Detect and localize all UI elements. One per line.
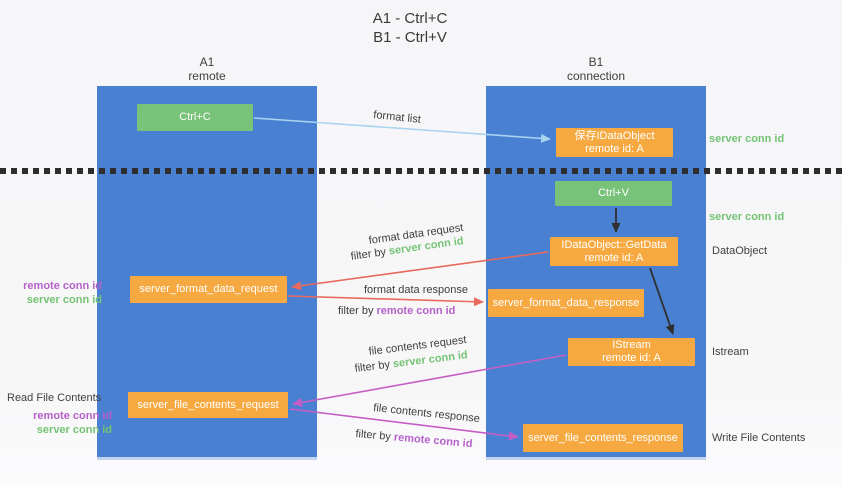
label-server-conn-id-top: server conn id: [709, 133, 785, 145]
lane-b1-name: B1: [588, 55, 604, 69]
node-sfdreq-label: server_format_data_request: [139, 283, 278, 295]
node-sfcreq-label: server_file_contents_request: [137, 398, 279, 411]
node-server-format-data-response: server_format_data_response: [488, 289, 644, 317]
filter-prefix: filter by: [354, 358, 391, 375]
label-remote-conn-id-2: remote conn id: [33, 410, 112, 422]
label-read-file-contents: Read File Contents: [7, 392, 102, 404]
label-conn-id-pair-2: remote conn id server conn id: [20, 409, 112, 437]
page-title: A1 - Ctrl+C B1 - Ctrl+V: [0, 9, 820, 47]
node-server-file-contents-response: server_file_contents_response: [523, 424, 683, 452]
node-save-idataobject: 保存IDataObject remote id: A: [556, 128, 673, 157]
label-write-file-contents: Write File Contents: [712, 432, 806, 444]
label-filter-file-response: filter by remote conn id: [355, 428, 473, 450]
label-conn-id-pair-1: remote conn id server conn id: [10, 279, 102, 307]
node-server-format-data-request: server_format_data_request: [130, 276, 287, 303]
lane-header-b1: B1 connection: [536, 55, 656, 83]
lane-a1-subtitle: remote: [188, 69, 226, 83]
label-server-conn-id-mid: server conn id: [709, 211, 785, 223]
node-idataobject-getdata: IDataObject::GetData remote id: A: [550, 237, 678, 266]
session-separator-line: [0, 168, 842, 174]
filter-prefix: filter by: [354, 428, 392, 444]
node-istream-line2: remote id: A: [602, 352, 661, 364]
arrow-format-data-response: [287, 295, 484, 307]
label-format-list: format list: [372, 109, 422, 126]
node-ctrl-c: Ctrl+C: [137, 104, 253, 131]
filter-value-remote-conn-id: remote conn id: [393, 431, 473, 451]
node-sfdresp-label: server_format_data_response: [492, 296, 640, 309]
node-istream-line1: IStream: [612, 339, 651, 351]
node-getdata-line1: IDataObject::GetData: [561, 238, 667, 251]
node-istream: IStream remote id: A: [568, 338, 695, 366]
node-server-file-contents-request: server_file_contents_request: [128, 392, 288, 418]
node-ctrl-v-label: Ctrl+V: [598, 187, 629, 199]
node-getdata-line2: remote id: A: [584, 251, 644, 264]
label-dataobject: DataObject: [712, 245, 768, 257]
node-save-idataobject-line1: 保存IDataObject: [574, 129, 655, 142]
lane-header-a1: A1 remote: [147, 55, 267, 83]
filter-prefix: filter by: [338, 305, 374, 317]
title-line-1: A1 - Ctrl+C: [372, 10, 448, 27]
label-server-conn-id-2: server conn id: [36, 424, 112, 436]
filter-value-remote-conn-id: remote conn id: [376, 305, 456, 317]
label-filter-format-response: filter by remote conn id: [338, 305, 455, 317]
label-file-contents-response: file contents response: [372, 402, 481, 426]
label-istream: Istream: [712, 346, 749, 358]
node-ctrl-c-label: Ctrl+C: [179, 111, 211, 123]
label-remote-conn-id-1: remote conn id: [23, 280, 102, 292]
label-server-conn-id-1: server conn id: [26, 294, 102, 306]
lane-a1-name: A1: [199, 55, 215, 69]
filter-prefix: filter by: [350, 246, 387, 263]
node-ctrl-v: Ctrl+V: [555, 181, 672, 206]
label-format-data-response: format data response: [364, 284, 468, 296]
lane-b1-subtitle: connection: [566, 69, 626, 83]
node-save-idataobject-line2: remote id: A: [585, 142, 644, 155]
title-line-2: B1 - Ctrl+V: [373, 29, 447, 46]
node-sfcresp-label: server_file_contents_response: [528, 431, 678, 444]
